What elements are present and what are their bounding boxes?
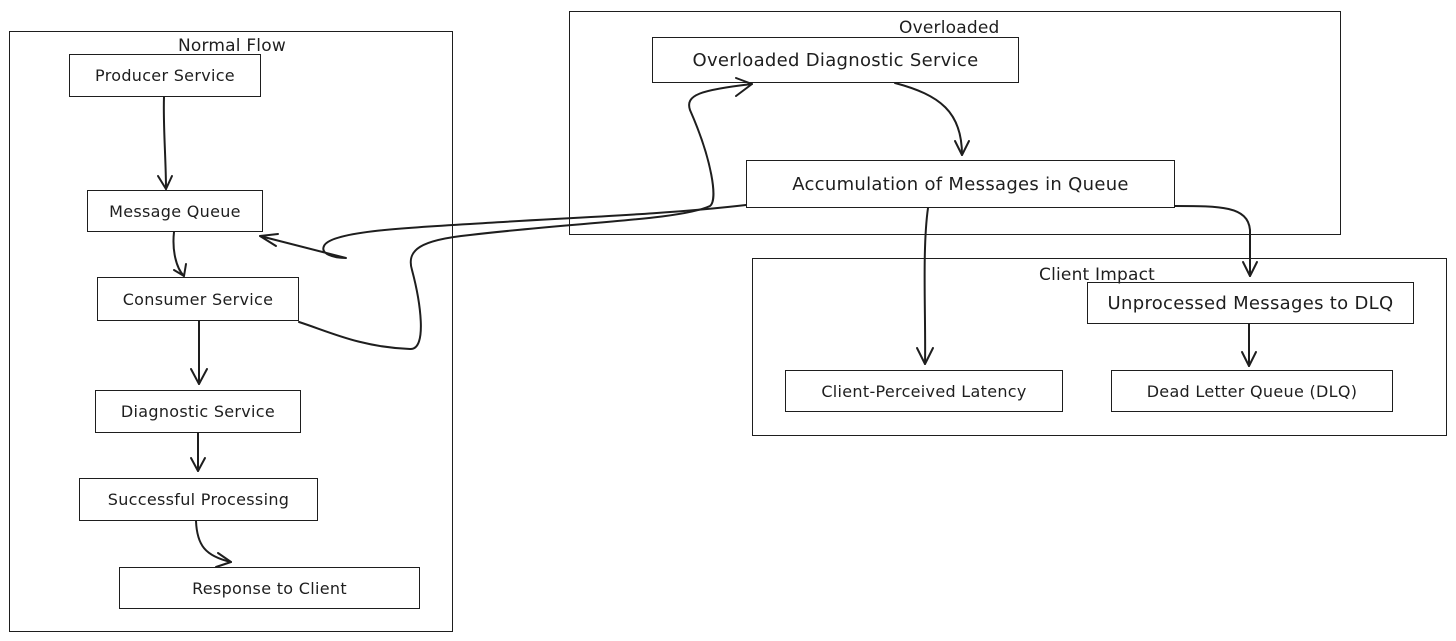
normal-flow-group: [9, 31, 453, 632]
normal-flow-label: Normal Flow: [178, 36, 286, 56]
message-queue-node[interactable]: Message Queue: [87, 190, 263, 232]
producer-service-node[interactable]: Producer Service: [69, 54, 261, 97]
accumulation-node[interactable]: Accumulation of Messages in Queue: [746, 160, 1175, 208]
consumer-service-node[interactable]: Consumer Service: [97, 277, 299, 321]
dead-letter-queue-node[interactable]: Dead Letter Queue (DLQ): [1111, 370, 1393, 412]
client-impact-label: Client Impact: [1039, 265, 1156, 285]
overloaded-label: Overloaded: [899, 18, 1000, 38]
overloaded-diagnostic-service-node[interactable]: Overloaded Diagnostic Service: [652, 37, 1019, 83]
unprocessed-messages-node[interactable]: Unprocessed Messages to DLQ: [1087, 282, 1414, 324]
client-perceived-latency-node[interactable]: Client-Perceived Latency: [785, 370, 1063, 412]
diagnostic-service-node[interactable]: Diagnostic Service: [95, 390, 301, 433]
response-to-client-node[interactable]: Response to Client: [119, 567, 420, 609]
successful-processing-node[interactable]: Successful Processing: [79, 478, 318, 521]
